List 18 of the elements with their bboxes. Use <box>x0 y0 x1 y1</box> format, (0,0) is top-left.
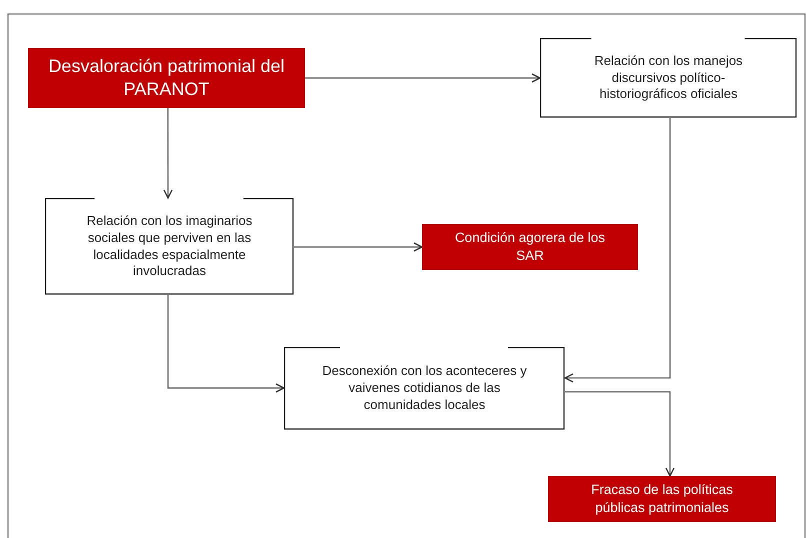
highlight-box <box>422 224 638 270</box>
box-text: Desvaloración patrimonial del PARANOT <box>47 54 286 101</box>
arrow <box>305 73 541 83</box>
box-text: Desconexión con los aconteceres y vaivenes cotidianos de las comunidades locales <box>321 363 528 414</box>
box-text: Fracaso de las políticas públicas patrimoniales <box>590 481 734 517</box>
arrow <box>565 391 675 477</box>
process-box <box>45 198 294 295</box>
highlight-box <box>28 48 305 108</box>
arrow <box>163 108 173 199</box>
process-box <box>540 38 797 118</box>
process-box <box>284 347 565 430</box>
box-text: Relación con los imaginarios sociales que perviven en las localidades espacialmente involucradas <box>86 212 254 280</box>
box-text: Relación con los manejos discursivos político-historiográficos oficiales <box>593 52 744 104</box>
arrow <box>294 242 423 252</box>
highlight-box <box>548 476 776 522</box>
arrow <box>167 295 285 393</box>
arrow <box>564 118 671 383</box>
box-text: Condición agorera de los SAR <box>454 229 606 265</box>
